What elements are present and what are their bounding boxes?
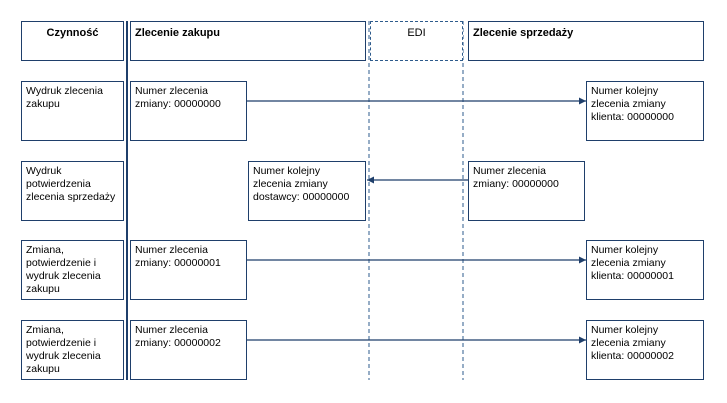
customer-change-number-box: Numer kolejny zlecenia zmiany klienta: 0… (586, 81, 704, 141)
activity-cell: Zmiana, potwierdzenie i wydruk zlecenia … (21, 320, 124, 380)
sales-change-number-box: Numer zlecenia zmiany: 00000000 (468, 161, 585, 221)
customer-change-number-box: Numer kolejny zlecenia zmiany klienta: 0… (586, 240, 704, 300)
vendor-change-number-box: Numer kolejny zlecenia zmiany dostawcy: … (248, 161, 366, 221)
customer-change-number-box: Numer kolejny zlecenia zmiany klienta: 0… (586, 320, 704, 380)
purchase-change-number-box: Numer zlecenia zmiany: 00000002 (130, 320, 247, 380)
activity-cell: Wydruk potwierdzenia zlecenia sprzedaży (21, 161, 124, 221)
activity-cell: Zmiana, potwierdzenie i wydruk zlecenia … (21, 240, 124, 300)
header-activity: Czynność (21, 21, 124, 61)
purchase-change-number-box: Numer zlecenia zmiany: 00000000 (130, 81, 247, 141)
header-edi: EDI (370, 21, 463, 61)
header-sales-order: Zlecenie sprzedaży (468, 21, 704, 61)
activity-cell: Wydruk zlecenia zakupu (21, 81, 124, 141)
header-purchase-order: Zlecenie zakupu (130, 21, 366, 61)
purchase-change-number-box: Numer zlecenia zmiany: 00000001 (130, 240, 247, 300)
